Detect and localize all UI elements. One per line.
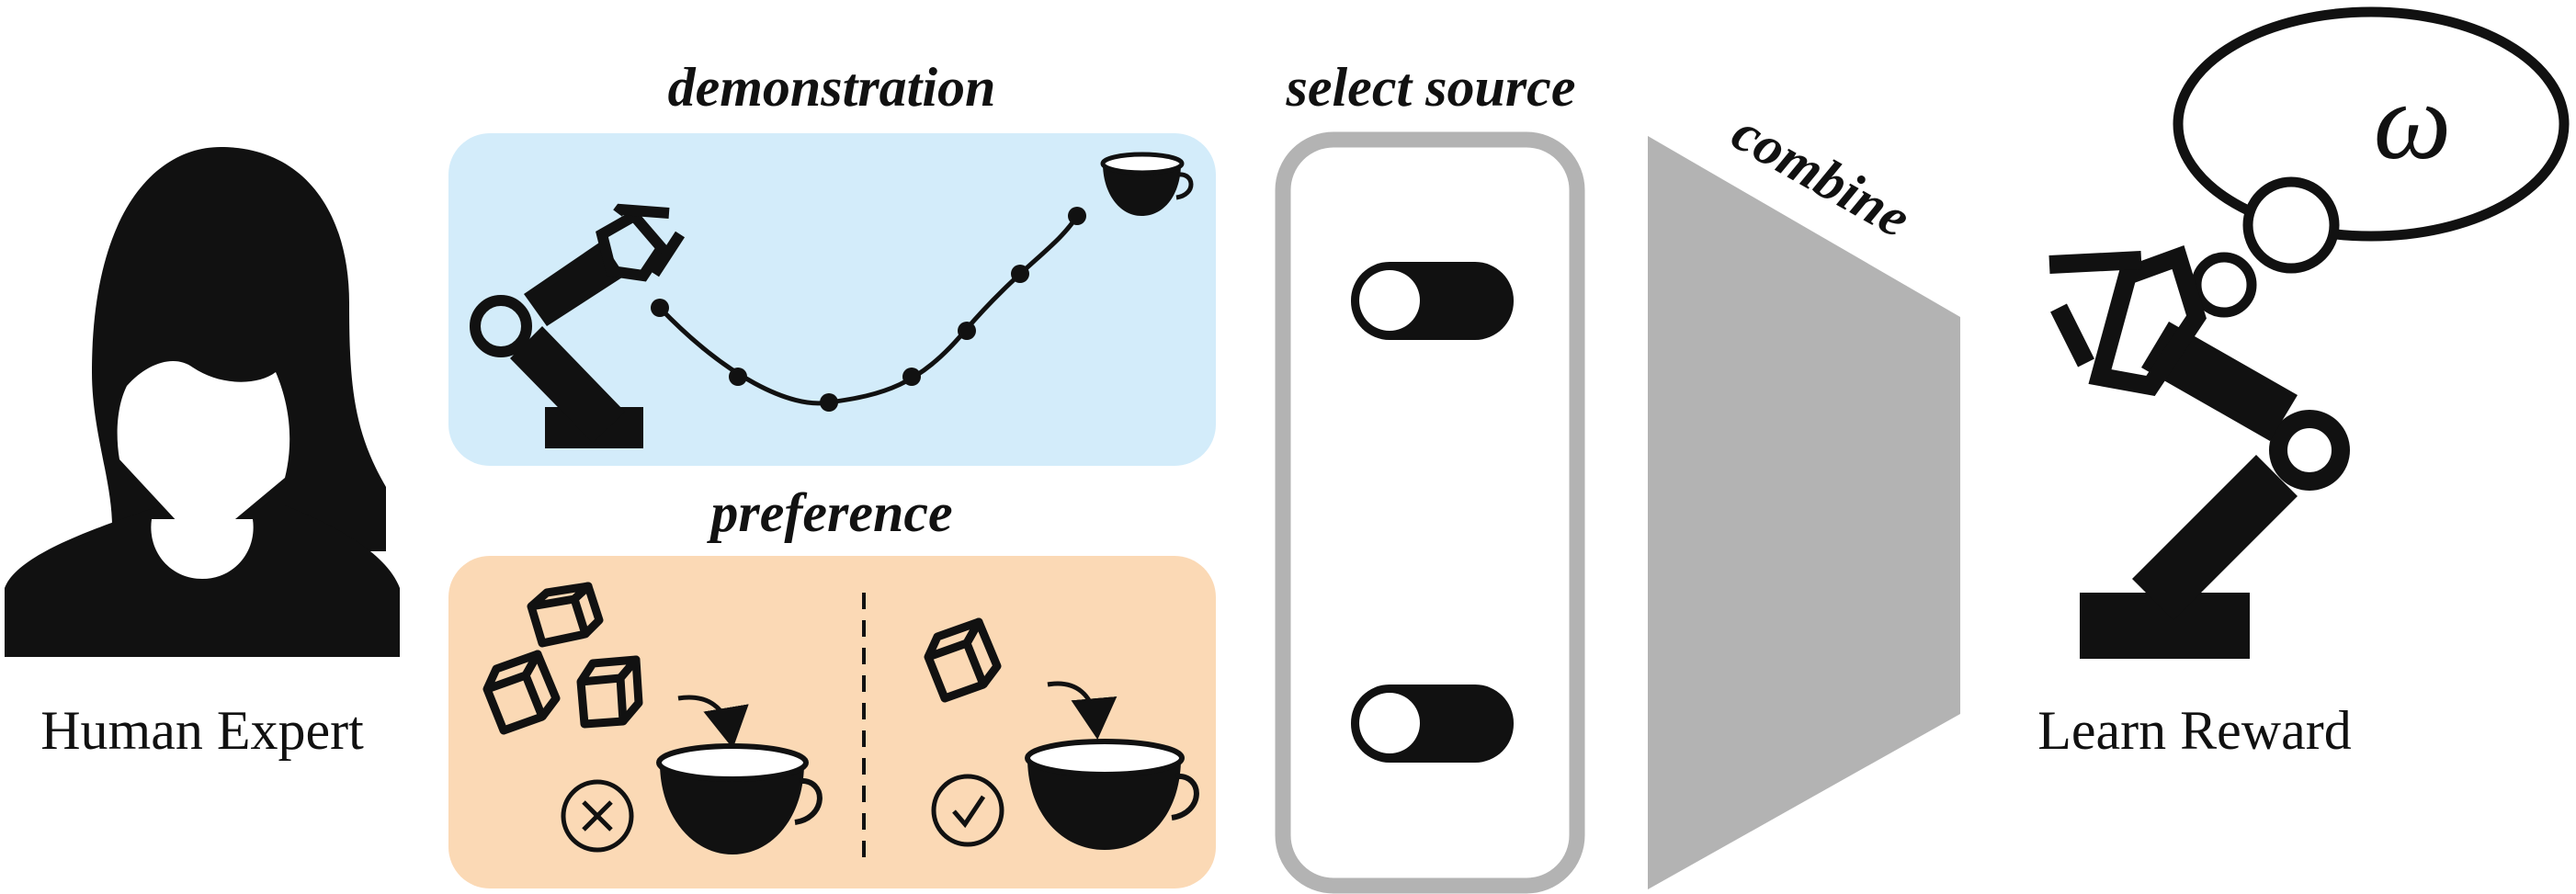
select-source-heading: select source (1286, 57, 1576, 118)
preference-toggle[interactable] (1351, 685, 1514, 763)
cross-circle-icon (561, 779, 634, 853)
thought-bubble-icon (2173, 6, 2570, 318)
trajectory-points (651, 207, 1086, 412)
cube-icon (482, 650, 561, 735)
cube-icon (527, 582, 604, 648)
combine-funnel (1648, 136, 1960, 889)
cup-icon (656, 743, 823, 854)
omega-symbol: ω (2374, 60, 2452, 182)
preference-heading: preference (706, 482, 952, 543)
cube-icon (924, 617, 1002, 703)
robot-arm-icon (2048, 245, 2350, 659)
curved-arrow-icon (1047, 681, 1118, 740)
human-expert-icon (5, 147, 400, 657)
trajectory-path (658, 214, 1080, 406)
preference-panel (448, 556, 1216, 888)
robot-arm-icon (470, 203, 686, 448)
curved-arrow-icon (677, 695, 749, 749)
human-expert-label: Human Expert (40, 700, 364, 761)
check-circle-icon (931, 774, 1004, 847)
demonstration-heading: demonstration (668, 57, 996, 118)
cup-icon (1025, 739, 1199, 850)
cup-icon (1100, 152, 1194, 216)
learn-reward-label: Learn Reward (2037, 700, 2351, 761)
cube-icon (576, 655, 643, 729)
demonstration-toggle[interactable] (1351, 262, 1514, 340)
source-selector-panel (1275, 131, 1585, 894)
